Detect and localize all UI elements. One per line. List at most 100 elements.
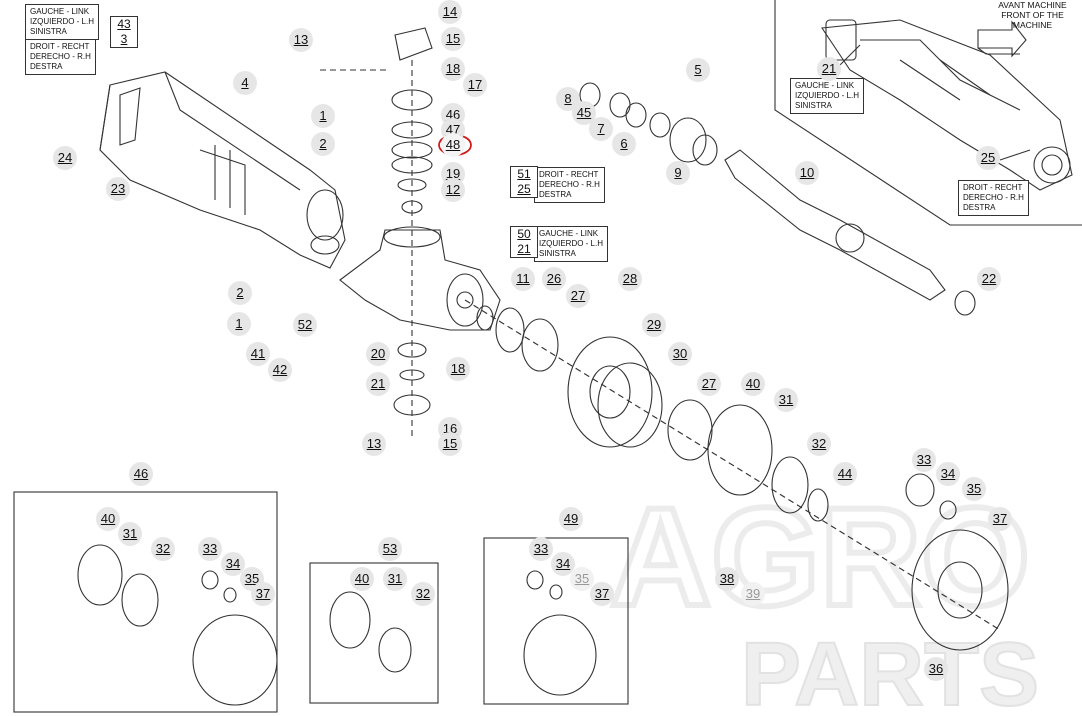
label-line: DROIT - RECHT (539, 170, 599, 179)
callout-part[interactable]: 27 (566, 284, 590, 308)
callout-part-highlighted[interactable]: 48 (441, 133, 465, 157)
ref-box-51-25[interactable]: 51 25 (510, 166, 538, 198)
callout-part[interactable]: 17 (463, 73, 487, 97)
front-of-machine-note: AVANT MACHINE FRONT OF THE MACHINE (983, 0, 1082, 30)
callout-part[interactable]: 2 (228, 281, 252, 305)
callout-part[interactable]: 9 (666, 161, 690, 185)
callout-part[interactable]: 34 (221, 552, 245, 576)
ref-box-43-3[interactable]: 43 3 (110, 16, 138, 48)
ref-number: 25 (517, 182, 531, 196)
callout-part[interactable]: 26 (542, 267, 566, 291)
callout-part[interactable]: 38 (715, 567, 739, 591)
callout-part[interactable]: 21 (817, 57, 841, 81)
callout-part[interactable]: 18 (441, 57, 465, 81)
label-line: IZQUIERDO - L.H (30, 17, 95, 26)
agro-parts-watermark: AGRO PARTS (607, 480, 1040, 716)
callout-part[interactable]: 10 (795, 161, 819, 185)
axle-housing-drawing (99, 71, 346, 269)
callout-part[interactable]: 28 (618, 267, 642, 291)
callout-part[interactable]: 41 (246, 342, 270, 366)
callout-part[interactable]: 15 (441, 27, 465, 51)
callout-part[interactable]: 29 (642, 313, 666, 337)
label-inset-left: GAUCHE - LINK IZQUIERDO - L.H SINISTRA (790, 78, 865, 114)
callout-part[interactable]: 1 (227, 312, 251, 336)
centre-axis-line (464, 299, 1001, 631)
callout-part[interactable]: 36 (924, 657, 948, 681)
label-line: GAUCHE - LINK (795, 81, 855, 90)
callout-part[interactable]: 23 (106, 177, 130, 201)
callout-part[interactable]: 13 (362, 432, 386, 456)
callout-part[interactable]: 40 (741, 372, 765, 396)
callout-part[interactable]: 11 (511, 267, 535, 291)
callout-part[interactable]: 5 (686, 58, 710, 82)
inset-46-frame (13, 491, 278, 713)
callout-part[interactable]: 27 (697, 372, 721, 396)
callout-part[interactable]: 25 (976, 146, 1000, 170)
label-line: DESTRA (30, 62, 63, 71)
callout-part[interactable]: 39 (741, 582, 765, 606)
label-line: DERECHO - R.H (539, 180, 600, 189)
callout-part[interactable]: 49 (559, 507, 583, 531)
callout-part[interactable]: 18 (446, 357, 470, 381)
callout-part[interactable]: 37 (988, 507, 1012, 531)
label-line: SINISTRA (30, 27, 67, 36)
callout-part[interactable]: 7 (589, 117, 613, 141)
callout-part[interactable]: 32 (411, 582, 435, 606)
inset-53-frame (309, 562, 439, 704)
callout-part[interactable]: 14 (438, 0, 462, 24)
callout-part[interactable]: 34 (936, 462, 960, 486)
inset-53-drawing (329, 591, 412, 673)
callout-part[interactable]: 22 (977, 267, 1001, 291)
label-line: DESTRA (963, 203, 996, 212)
callout-part[interactable]: 53 (378, 537, 402, 561)
callout-part[interactable]: 35 (962, 477, 986, 501)
label-line: DESTRA (539, 190, 572, 199)
callout-part[interactable]: 30 (668, 342, 692, 366)
callout-part[interactable]: 44 (833, 462, 857, 486)
callout-part[interactable]: 2 (311, 132, 335, 156)
callout-part[interactable]: 24 (53, 146, 77, 170)
ref-number: 51 (517, 167, 531, 181)
ref-number: 43 (117, 17, 131, 31)
note-line-1: AVANT MACHINE (998, 0, 1067, 10)
watermark-line1: AGRO (610, 480, 1030, 635)
callout-part[interactable]: 33 (912, 448, 936, 472)
callout-part[interactable]: 52 (293, 313, 317, 337)
leader (999, 149, 1031, 161)
label-line: DROIT - RECHT (963, 183, 1023, 192)
callout-part[interactable]: 33 (198, 537, 222, 561)
drive-shaft-drawing (724, 149, 946, 301)
callout-part[interactable]: 35 (570, 567, 594, 591)
inset-frame (774, 0, 1082, 226)
callout-part[interactable]: 46 (129, 462, 153, 486)
callout-part[interactable]: 6 (612, 132, 636, 156)
callout-part[interactable]: 37 (590, 582, 614, 606)
label-line: IZQUIERDO - L.H (539, 239, 604, 248)
callout-part[interactable]: 37 (251, 582, 275, 606)
callout-part[interactable]: 31 (383, 567, 407, 591)
callout-part[interactable]: 32 (151, 537, 175, 561)
ref-number: 50 (517, 227, 531, 241)
callout-part[interactable]: 4 (233, 71, 257, 95)
callout-part[interactable]: 33 (529, 537, 553, 561)
callout-part[interactable]: 21 (366, 372, 390, 396)
callout-part[interactable]: 42 (268, 358, 292, 382)
label-right-recht: DROIT - RECHT DERECHO - R.H DESTRA (25, 39, 96, 75)
ref-box-50-21[interactable]: 50 21 (510, 226, 538, 258)
callout-part[interactable]: 13 (289, 28, 313, 52)
inset-49-drawing (523, 570, 597, 696)
callout-part[interactable]: 40 (350, 567, 374, 591)
callout-part[interactable]: 31 (118, 522, 142, 546)
callout-part[interactable]: 32 (807, 432, 831, 456)
callout-part[interactable]: 12 (441, 178, 465, 202)
label-line: DERECHO - R.H (30, 52, 91, 61)
callout-part[interactable]: 31 (774, 388, 798, 412)
label-line: SINISTRA (795, 101, 832, 110)
label-center-right: DROIT - RECHT DERECHO - R.H DESTRA (534, 167, 605, 203)
callout-part[interactable]: 40 (96, 507, 120, 531)
note-line-2: FRONT OF THE MACHINE (1001, 10, 1064, 30)
callout-part[interactable]: 15 (438, 432, 462, 456)
callout-part[interactable]: 20 (366, 342, 390, 366)
label-line: GAUCHE - LINK (539, 229, 599, 238)
callout-part[interactable]: 1 (311, 104, 335, 128)
